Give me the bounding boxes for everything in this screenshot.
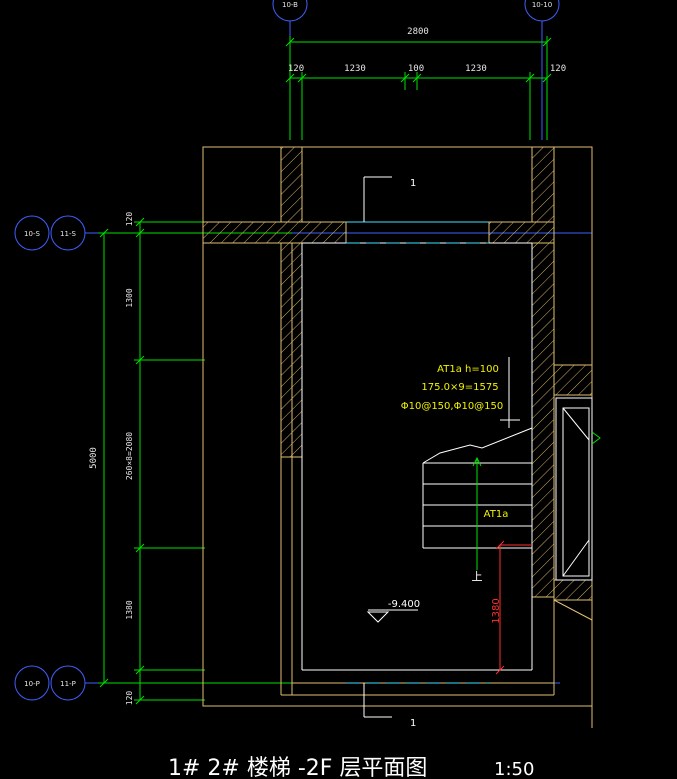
axis-label-top-right: 10-10 [532,1,552,9]
axis-label-11-s: 11-S [60,230,76,238]
stair-code-label: AT1a [484,509,509,520]
axis-lines [85,21,592,684]
red-dimension-label: 1380 [491,598,502,623]
section-marker-bottom [363,683,392,718]
dim-top-part-1: 120 [288,64,304,74]
axis-label-top-left: 10-B [282,1,298,9]
section-label-bottom: 1 [410,718,416,729]
drawing-title: 1# 2# 楼梯 -2F 层平面图 [168,756,427,779]
axis-label-10-p: 10-P [24,680,40,688]
dim-left-part-1: 120 [125,212,134,227]
dim-left-part-3: 260×8=2080 [125,432,134,480]
axis-bubble-top-left: 10-B [272,0,308,22]
drawing-scale: 1:50 [494,759,534,779]
side-shaft [555,397,601,581]
walls [202,146,593,696]
stair-rebar-label: Φ10@150,Φ10@150 [401,401,504,412]
axis-bubble-top-right: 10-10 [524,0,560,22]
dim-left-part-5: 120 [125,691,134,706]
stair-up-arrow [472,456,482,570]
stair-steps-label: 175.0×9=1575 [421,382,498,393]
stair-up-label: 上 [472,570,483,583]
openings [346,221,489,684]
annotation-leaders [500,357,520,428]
dim-top-part-4: 1230 [465,64,487,74]
red-dimension [495,540,532,675]
top-dimension-chain [285,36,552,140]
axis-bubble-left-upper-b: 11-S [50,215,86,251]
dim-left-total: 5000 [89,447,99,469]
section-label-top: 1 [410,178,416,189]
elevation-marker [366,609,418,623]
stair-title-label: AT1a h=100 [437,364,499,375]
elevation-label: -9.400 [388,599,420,610]
section-marker-top [363,176,392,222]
dim-top-part-3: 100 [408,64,424,74]
axis-bubble-left-lower-a: 10-P [14,665,50,701]
dim-top-total: 2800 [407,27,429,37]
axis-bubble-left-lower-b: 11-P [50,665,86,701]
dim-left-part-4: 1380 [125,600,134,619]
axis-bubble-left-upper-a: 10-S [14,215,50,251]
room-outline [301,242,533,671]
dim-left-part-2: 1300 [125,288,134,307]
axis-label-10-s: 10-S [24,230,40,238]
dim-top-part-5: 120 [550,64,566,74]
axis-label-11-p: 11-P [60,680,76,688]
dim-top-part-2: 1230 [344,64,366,74]
